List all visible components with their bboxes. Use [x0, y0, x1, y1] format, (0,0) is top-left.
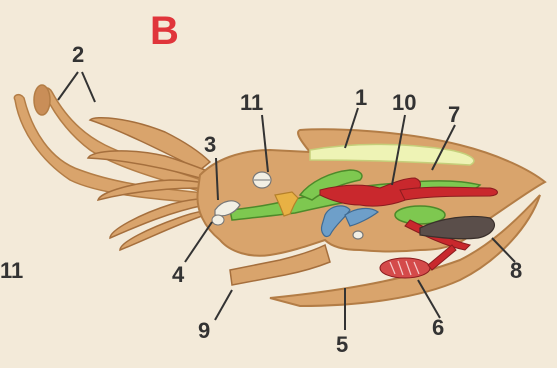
label-10: 10 — [392, 90, 416, 115]
label-2: 2 — [72, 42, 84, 67]
label-8: 8 — [510, 258, 522, 283]
label-1: 1 — [355, 85, 367, 110]
diagram-title: B — [150, 9, 179, 53]
label-6: 6 — [432, 315, 444, 340]
label-4: 4 — [172, 262, 185, 287]
label-11-top: 11 — [240, 90, 263, 115]
label-11-left: 11 — [0, 258, 23, 283]
label-3: 3 — [204, 132, 216, 157]
label-9: 9 — [198, 318, 210, 343]
label-7: 7 — [448, 102, 460, 127]
statocyst — [253, 172, 271, 188]
label-5: 5 — [336, 332, 348, 357]
